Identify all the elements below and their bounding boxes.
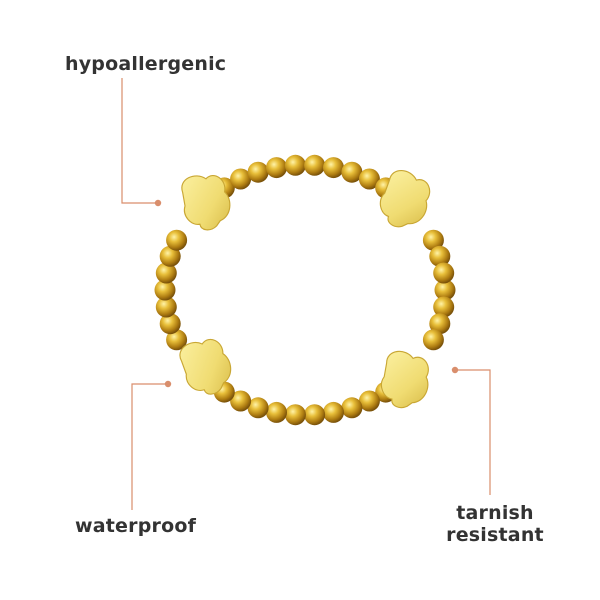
bead — [323, 401, 344, 423]
feature-label-tarnish-resistant: tarnish resistant — [440, 502, 550, 546]
callout-dot-icon — [164, 380, 172, 388]
charm-group — [179, 169, 431, 409]
bead — [422, 329, 444, 351]
bead — [155, 262, 177, 284]
bead — [266, 157, 287, 179]
bead — [422, 229, 444, 251]
bead — [429, 313, 451, 335]
callout-hypoallergenic — [121, 78, 162, 207]
bead — [159, 245, 181, 267]
callout-tarnish-resistant — [451, 366, 491, 495]
bead — [284, 154, 306, 176]
bead — [247, 397, 269, 419]
bead — [154, 279, 176, 301]
bead — [304, 154, 326, 176]
bead — [429, 245, 451, 267]
bead — [230, 390, 252, 412]
bead — [323, 157, 344, 179]
feature-label-line: resistant — [446, 524, 544, 546]
bead — [433, 262, 455, 284]
bead — [304, 404, 326, 426]
callout-waterproof — [131, 380, 172, 510]
bead — [166, 229, 188, 251]
bead — [266, 401, 287, 423]
bead — [166, 329, 188, 351]
feature-label-waterproof: waterproof — [75, 515, 197, 537]
bead — [358, 390, 380, 412]
feature-label-hypoallergenic: hypoallergenic — [65, 53, 227, 75]
bead — [284, 404, 306, 426]
bear-charm-icon — [179, 338, 232, 395]
feature-label-line: tarnish — [456, 502, 534, 524]
bead — [433, 296, 455, 318]
bead-ring — [154, 154, 456, 426]
bead — [434, 279, 456, 301]
bear-charm-icon — [181, 175, 231, 231]
bead — [358, 168, 380, 190]
bead — [341, 397, 363, 419]
bear-charm-icon — [380, 350, 429, 409]
callout-dot-icon — [154, 199, 162, 207]
bead — [230, 168, 252, 190]
bead — [155, 296, 177, 318]
bead — [159, 313, 181, 335]
bear-charm-icon — [379, 169, 431, 228]
bead — [341, 161, 363, 183]
bead — [247, 161, 269, 183]
callout-dot-icon — [451, 366, 459, 374]
